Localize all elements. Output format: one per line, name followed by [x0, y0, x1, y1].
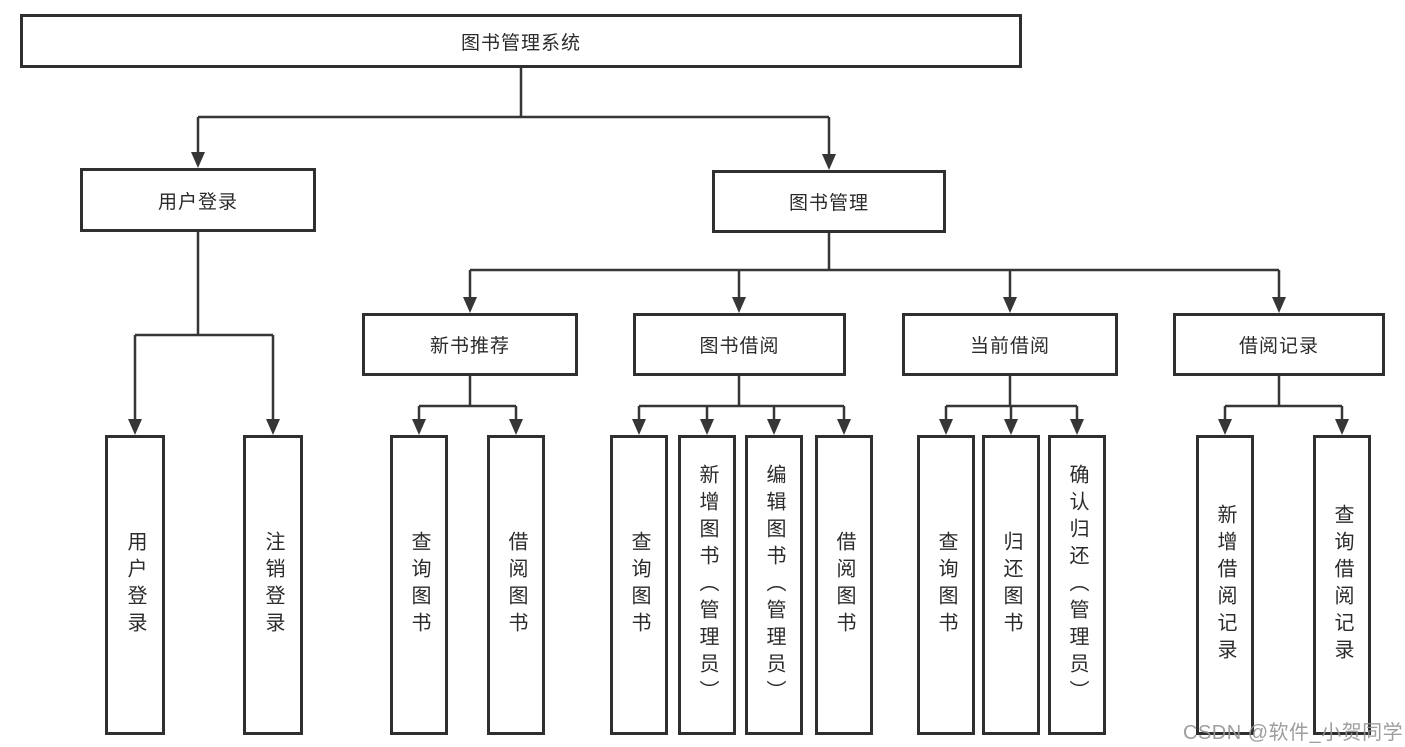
leaf-query-books-recommend: 查询图书 — [390, 435, 448, 735]
arrowhead — [463, 297, 477, 313]
leaf-query-borrow-record: 查询借阅记录 — [1313, 435, 1371, 735]
node-label: 借阅图书 — [505, 531, 527, 639]
leaf-borrow-books-recommend: 借阅图书 — [487, 435, 545, 735]
leaf-query-books-current: 查询图书 — [917, 435, 975, 735]
node-label: 图书管理 — [788, 193, 869, 214]
node-label: 新增借阅记录 — [1214, 504, 1236, 666]
node-label: 新增图书（管理员） — [696, 463, 718, 707]
node-label: 用户登录 — [157, 191, 238, 213]
connector-new-book-branch — [417, 376, 518, 422]
csdn-watermark: CSDN @软件_小贺同学 — [1183, 722, 1404, 744]
leaf-edit-book-admin: 编辑图书（管理员） — [745, 435, 803, 735]
node-library-management-system: 图书管理系统 — [20, 14, 1022, 68]
arrowhead — [1070, 419, 1084, 435]
leaf-logout: 注销登录 — [243, 435, 303, 735]
node-label: 查询图书 — [935, 531, 957, 639]
node-label: 查询图书 — [628, 531, 650, 639]
leaf-user-login: 用户登录 — [105, 435, 165, 735]
node-book-borrowing: 图书借阅 — [633, 313, 846, 376]
node-current-borrowing: 当前借阅 — [902, 313, 1118, 376]
arrowheads — [128, 152, 1349, 435]
leaf-add-borrow-record: 新增借阅记录 — [1196, 435, 1254, 735]
node-label: 查询借阅记录 — [1331, 504, 1353, 666]
node-borrowing-records: 借阅记录 — [1173, 313, 1385, 376]
arrowhead — [128, 419, 142, 435]
arrowhead — [1272, 297, 1286, 313]
node-label: 图书管理系统 — [460, 32, 581, 54]
arrowhead — [767, 419, 781, 435]
node-book-management: 图书管理 — [712, 170, 946, 233]
arrowhead — [700, 419, 714, 435]
arrowhead — [412, 419, 426, 435]
node-label: 用户登录 — [124, 531, 146, 639]
connector-current-borrowing-branch — [944, 376, 1079, 422]
arrowhead — [1335, 419, 1349, 435]
connector-user-login-branch — [133, 232, 275, 422]
node-label: 归还图书 — [1000, 531, 1022, 639]
leaf-add-book-admin: 新增图书（管理员） — [678, 435, 736, 735]
connector-book-borrowing-branch — [637, 376, 846, 422]
leaf-query-books-borrowing: 查询图书 — [610, 435, 668, 735]
arrowhead — [191, 152, 205, 168]
node-new-book-recommendation: 新书推荐 — [362, 313, 578, 376]
node-label: 查询图书 — [408, 531, 430, 639]
node-label: 注销登录 — [262, 531, 284, 639]
node-label: 借阅记录 — [1238, 336, 1319, 357]
arrowhead — [509, 419, 523, 435]
arrowhead — [1218, 419, 1232, 435]
arrowhead — [1003, 297, 1017, 313]
leaf-borrow-books-borrowing: 借阅图书 — [815, 435, 873, 735]
leaf-confirm-return-admin: 确认归还（管理员） — [1048, 435, 1106, 735]
node-label: 借阅图书 — [833, 531, 855, 639]
node-label: 新书推荐 — [429, 336, 510, 357]
leaf-return-books: 归还图书 — [982, 435, 1040, 735]
node-label: 图书借阅 — [699, 336, 780, 357]
arrowhead — [1004, 419, 1018, 435]
arrowhead — [732, 297, 746, 313]
connector-book-management-branch — [468, 233, 1281, 300]
arrowhead — [939, 419, 953, 435]
arrowhead — [822, 154, 836, 170]
arrowhead — [266, 419, 280, 435]
node-user-login: 用户登录 — [80, 168, 316, 232]
node-label: 确认归还（管理员） — [1066, 463, 1088, 707]
arrowhead — [632, 419, 646, 435]
arrowhead — [837, 419, 851, 435]
connector-root-to-level2 — [196, 68, 831, 157]
connector-borrowing-records-branch — [1223, 376, 1344, 422]
node-label: 当前借阅 — [969, 336, 1050, 357]
node-label: 编辑图书（管理员） — [763, 463, 785, 707]
